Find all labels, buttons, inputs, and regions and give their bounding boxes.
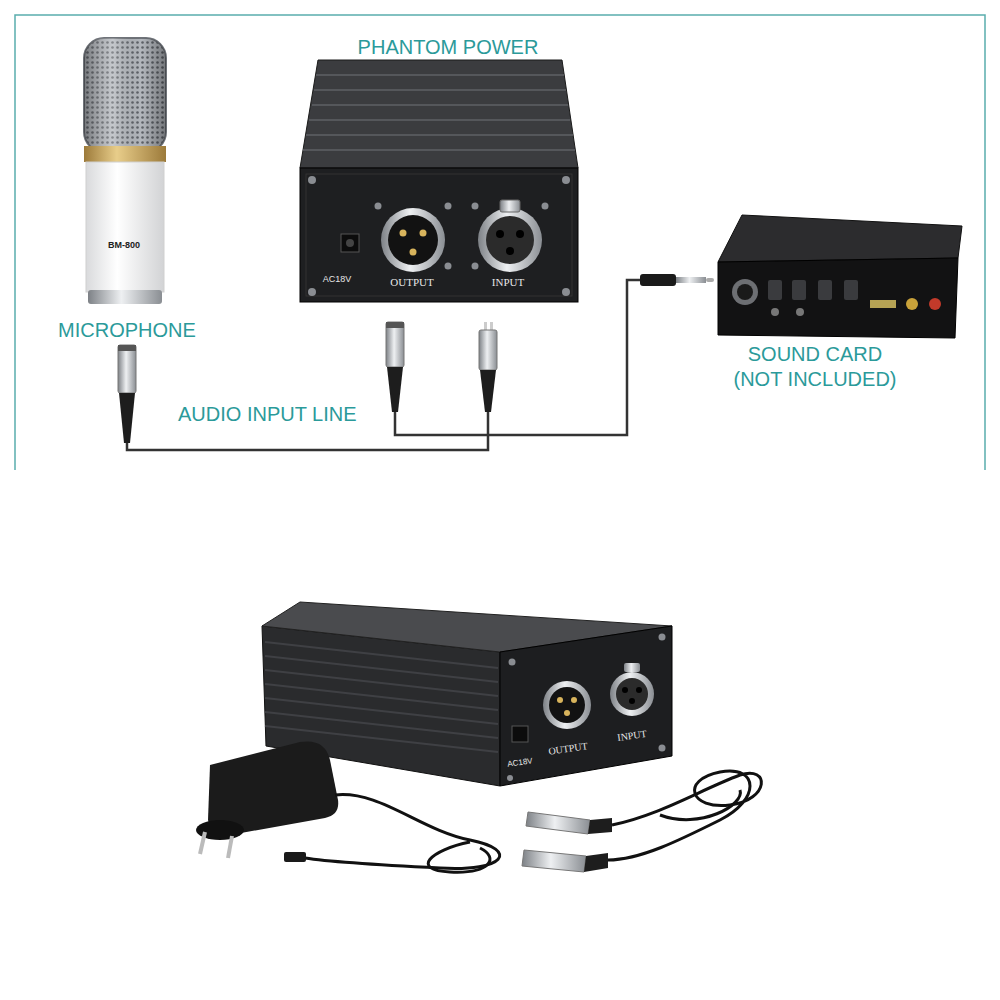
port-label: OUTPUT — [548, 740, 589, 757]
microphone-figure — [84, 38, 166, 304]
cable-wire — [395, 280, 640, 435]
phantom-power-unit: PHANTOM POWER AC18V OUTPUT INPUT — [300, 30, 580, 412]
port-label: INPUT — [617, 728, 648, 743]
sound-card-figure — [718, 215, 962, 338]
cable-label: AUDIO INPUT LINE — [175, 403, 360, 426]
power-adapter — [196, 741, 500, 872]
frame-line — [15, 15, 985, 470]
device-heading: SOUND CARD (NOT INCLUDED) — [728, 342, 903, 392]
jack-plug — [640, 274, 714, 286]
port-label: AC18V — [323, 274, 352, 284]
port-label: OUTPUT — [390, 276, 433, 289]
phantom-power-photo-unit: AC18V OUTPUT INPUT — [262, 598, 672, 790]
device-heading: MICROPHONE — [58, 319, 196, 342]
model-label: BM-800 — [108, 240, 140, 250]
phantom-power-figure — [300, 60, 578, 302]
device-heading: PHANTOM POWER — [358, 36, 539, 59]
xlr-plug — [479, 322, 497, 412]
port-label: INPUT — [492, 276, 524, 289]
sound-card-unit: SOUND CARD (NOT INCLUDED) — [640, 215, 965, 395]
xlr-plug — [386, 322, 404, 412]
port-label: AC18V — [507, 756, 533, 769]
microphone-unit: BM-800MICROPHONE — [52, 30, 202, 443]
xlr-cable — [522, 771, 761, 872]
xlr-plug — [118, 345, 136, 443]
